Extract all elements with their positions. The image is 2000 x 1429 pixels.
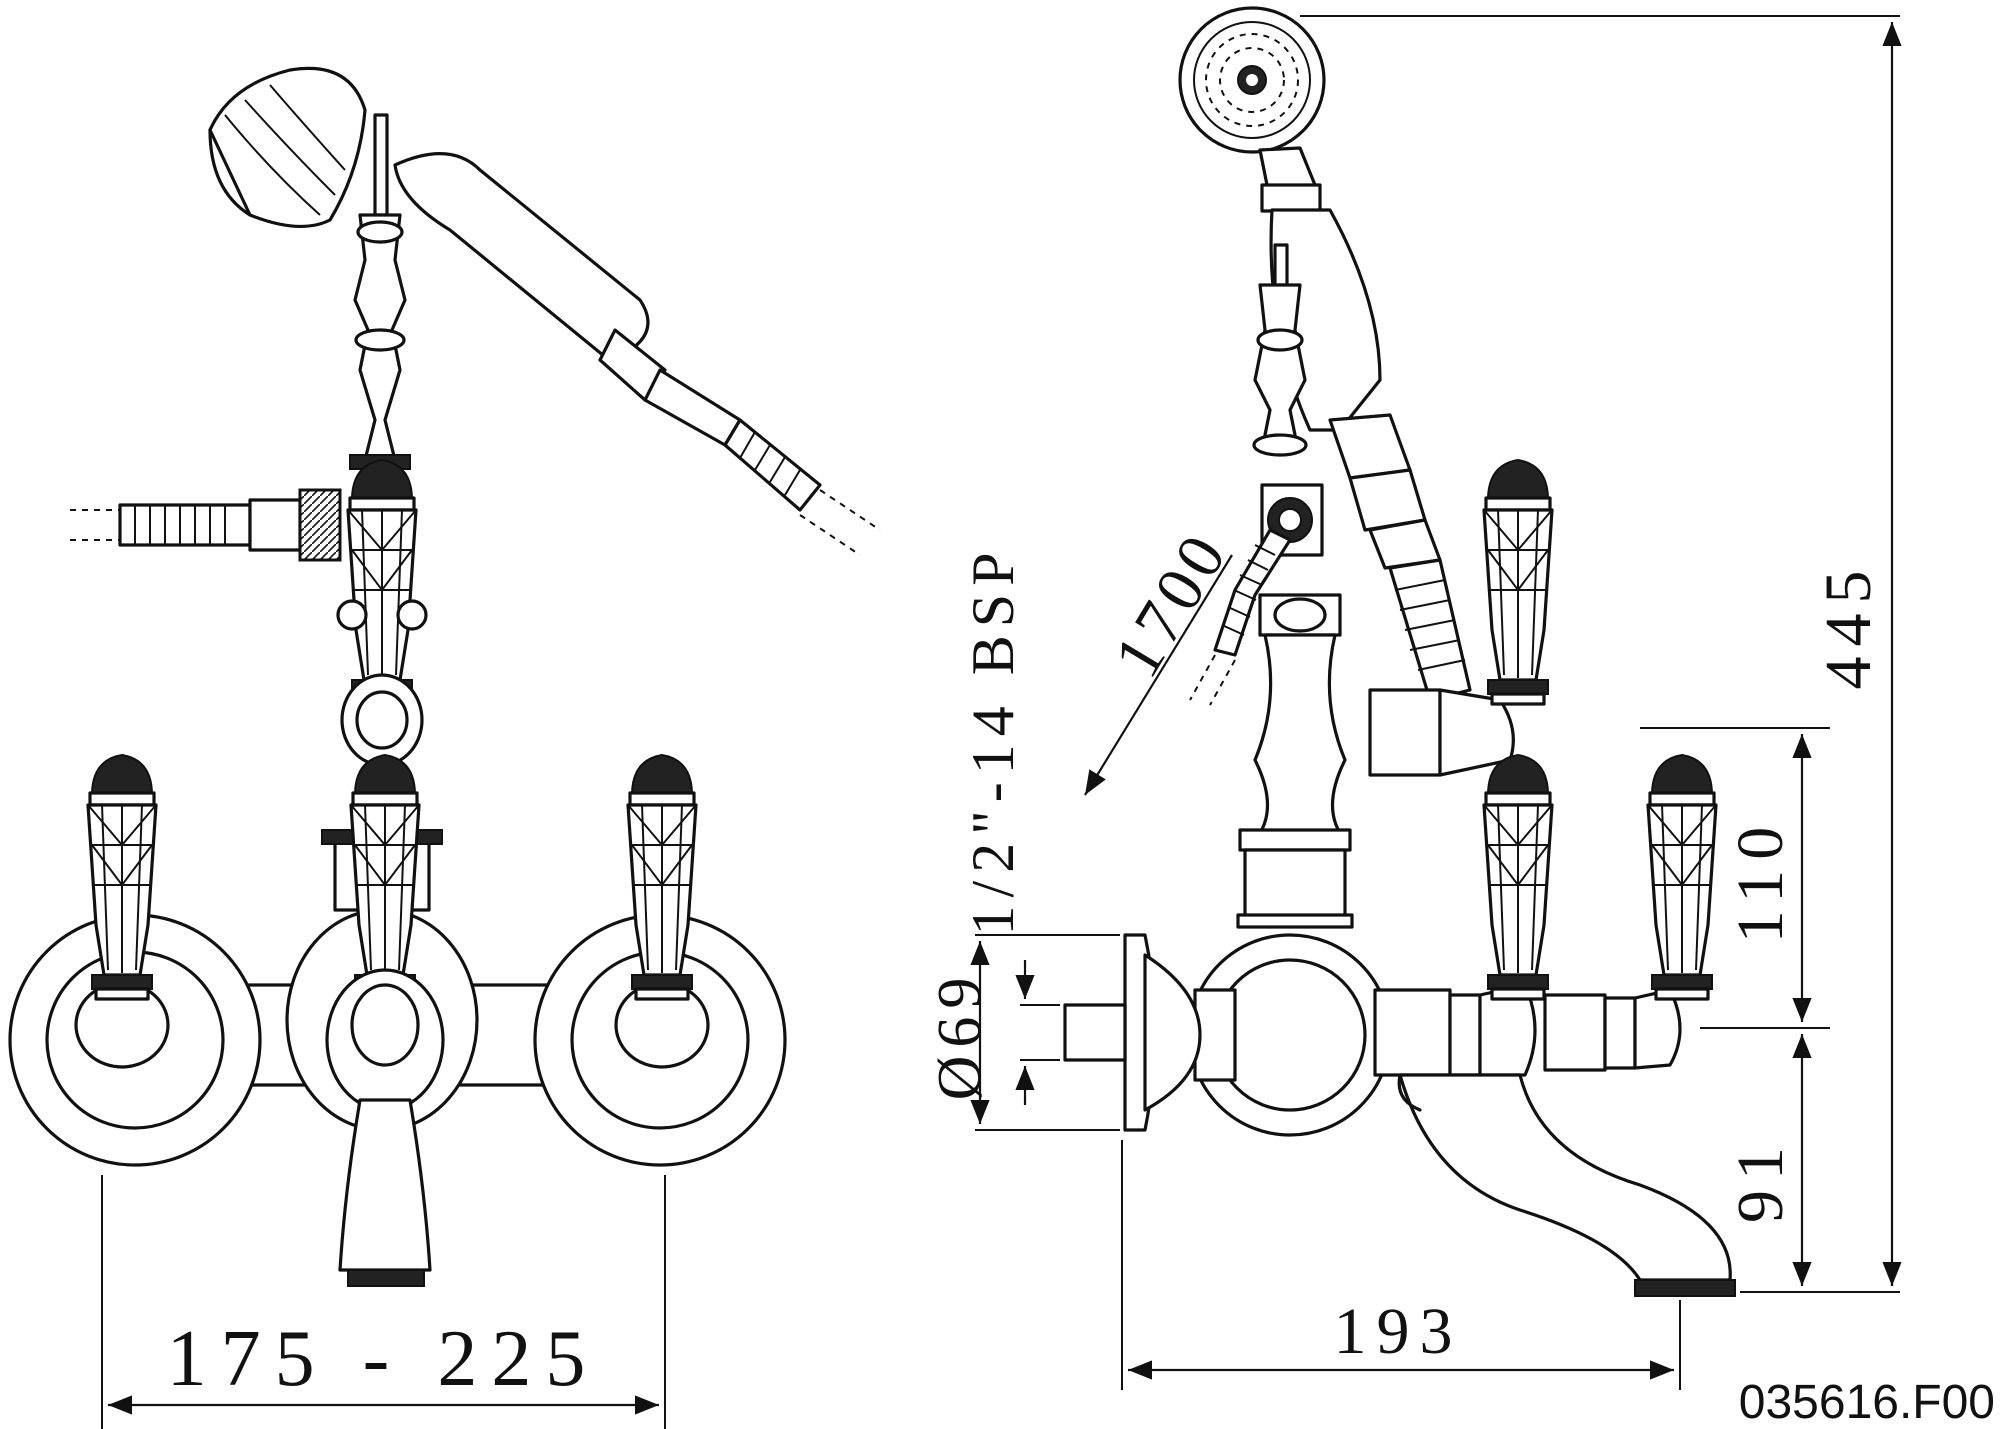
side-shower-head [1178,6,1326,213]
front-center-spout [325,968,445,1287]
front-left-flange [8,913,262,1167]
side-lower-handle-front [1482,753,1554,1001]
front-shower-handle [393,152,881,556]
side-lower-handle-back [1646,753,1718,1001]
side-lower-arms [1373,983,1682,1077]
front-width-dimension: 175 - 225 [101,1175,666,1429]
front-shower-head [208,66,367,228]
thread-label: 1/2"-14 BSP [960,545,1026,936]
width-range-label: 175 - 225 [167,1315,600,1403]
side-riser [1252,243,1324,557]
projection-label: 193 [1334,1295,1463,1368]
front-diverter-handle [346,458,418,706]
side-diverter [1253,593,1515,842]
upper-height-label: 110 [1724,817,1797,944]
front-view: 175 - 225 [8,66,881,1429]
drawing-code: 035616.F00 [1739,1376,1995,1429]
side-upper-handle [1482,458,1554,706]
front-diverter-body [336,599,428,767]
total-height-label: 445 [1812,561,1885,690]
side-spout [1397,1073,1736,1297]
front-right-flange [533,913,787,1167]
spout-height-label: 91 [1724,1137,1797,1223]
side-dimensions: 445 110 91 193 Ø69 1/2"-14 BSP [926,15,1902,1390]
side-body [1063,933,1392,1137]
front-hose-connector [70,488,342,562]
side-view: 1700 [926,6,1902,1390]
flange-diameter-label: Ø69 [926,970,994,1101]
hose-length-label: 1700 [1100,518,1243,689]
side-column-base [1236,828,1354,929]
